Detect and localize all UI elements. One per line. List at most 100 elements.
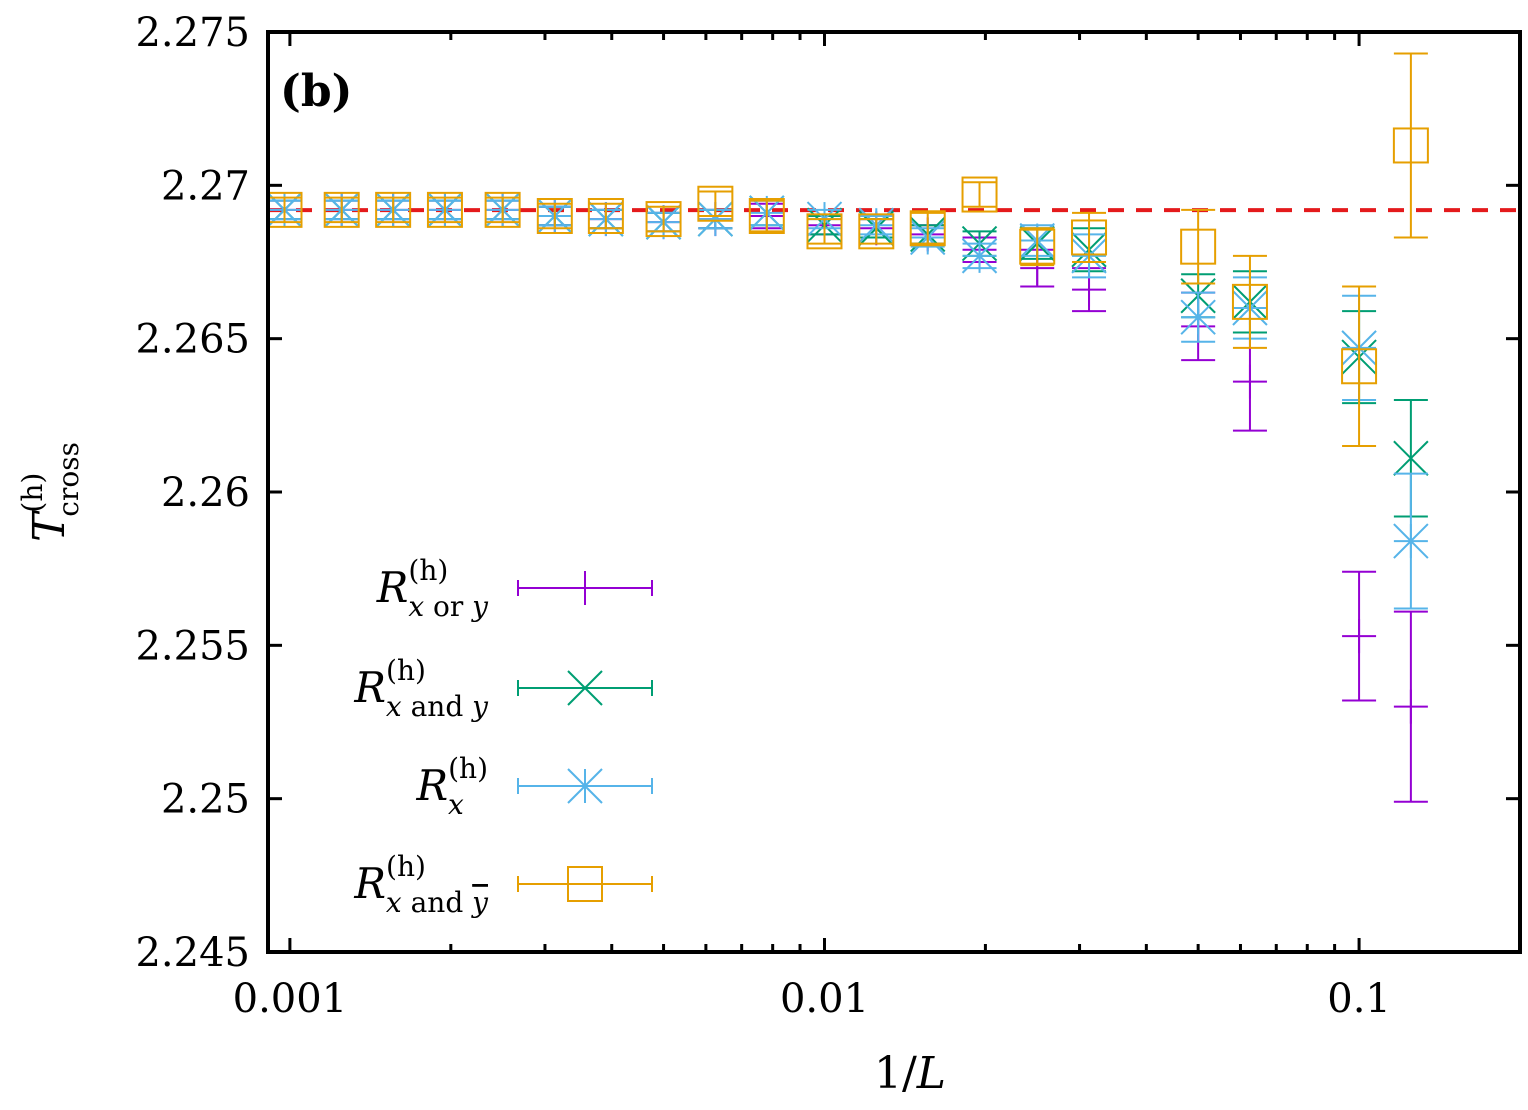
marker-square (484, 191, 521, 228)
marker-square (1231, 283, 1268, 320)
legend-label: R(h)x and y (353, 654, 489, 723)
data-point (806, 213, 843, 250)
y-axis-title-text: T(h)cross (16, 442, 85, 542)
marker-square (1341, 348, 1378, 385)
point-marker (806, 213, 843, 250)
marker-square (426, 191, 463, 228)
y-axis-title: T(h)cross (16, 442, 85, 542)
point-marker (748, 198, 785, 234)
marker-cross-b (567, 670, 603, 706)
marker-square (567, 866, 603, 902)
data-point (909, 210, 946, 247)
marker-square (909, 210, 946, 247)
data-point (1393, 472, 1429, 610)
marker-cross-b (1393, 440, 1429, 476)
data-point (1180, 208, 1217, 285)
point-marker (1392, 127, 1429, 164)
point-marker (697, 185, 734, 222)
y-tick-label: 2.245 (135, 930, 250, 976)
legend-marker (567, 670, 603, 706)
data-point (587, 198, 624, 234)
data-point (748, 198, 785, 234)
point-marker (1180, 228, 1217, 265)
y-tick-label: 2.275 (135, 10, 250, 56)
data-point (375, 191, 412, 228)
x-tick-label: 0.1 (1327, 976, 1391, 1022)
data-point (426, 191, 463, 228)
y-tick-label: 2.26 (161, 470, 250, 516)
legend-label: R(h)x or y (376, 554, 489, 623)
marker-square (961, 176, 998, 213)
marker-square (323, 191, 360, 228)
x-axis-title: 1/L (874, 1048, 946, 1099)
data-point (1341, 285, 1378, 447)
marker-square (587, 198, 624, 234)
data-point (323, 191, 360, 228)
point-marker (1393, 689, 1428, 724)
point-marker (1180, 299, 1216, 335)
y-tick-label: 2.265 (135, 317, 250, 363)
marker-square (375, 191, 412, 228)
point-marker (587, 198, 624, 234)
marker-square (697, 185, 734, 222)
legend-marker (567, 768, 603, 804)
point-marker (961, 176, 998, 213)
marker-square (645, 201, 682, 238)
series-3 (266, 52, 1429, 447)
point-marker (1342, 619, 1377, 654)
point-marker (645, 201, 682, 238)
point-marker (1393, 440, 1429, 476)
point-marker (375, 191, 412, 228)
point-marker (1019, 228, 1056, 265)
legend-marker (568, 571, 602, 605)
point-marker (1232, 364, 1267, 399)
point-marker (909, 210, 946, 247)
data-layer (266, 52, 1429, 803)
marker-square (1071, 219, 1108, 256)
data-point (1071, 211, 1108, 263)
data-point (1231, 254, 1268, 349)
data-point (1019, 227, 1056, 267)
x-axis-title-text: 1/L (874, 1048, 946, 1099)
y-tick-label: 2.27 (161, 163, 250, 209)
series-1 (266, 192, 1429, 518)
x-tick-label: 0.01 (780, 976, 869, 1022)
marker-square (1019, 228, 1056, 265)
marker-square (806, 213, 843, 250)
legend-label: R(h)x (415, 752, 488, 821)
data-point (1392, 52, 1429, 239)
data-point (1393, 610, 1428, 803)
legend-entry: R(h)x and y (353, 850, 653, 919)
legend-marker (567, 866, 603, 902)
data-point (858, 213, 895, 250)
data-point (697, 185, 734, 222)
x-tick-label: 0.001 (233, 976, 348, 1022)
data-point (961, 176, 998, 213)
marker-square (1180, 228, 1217, 265)
point-marker (426, 191, 463, 228)
panel-label: (b) (280, 66, 352, 117)
data-point (1180, 291, 1216, 343)
point-marker (1341, 348, 1378, 385)
legend-label: R(h)x and y (353, 850, 489, 919)
y-tick-label: 2.255 (135, 623, 250, 669)
point-marker (697, 201, 734, 237)
legend: R(h)x or yR(h)x and yR(h)xR(h)x and y (353, 554, 653, 919)
data-point (1342, 570, 1377, 702)
point-marker (484, 191, 521, 228)
marker-square (536, 198, 573, 234)
legend-entry: R(h)x or y (376, 554, 653, 623)
marker-square (1392, 127, 1429, 164)
point-marker (1231, 283, 1268, 320)
legend-entry: R(h)x (415, 752, 653, 821)
point-marker (1393, 523, 1429, 559)
data-point (697, 201, 734, 237)
point-marker (536, 198, 573, 234)
data-point (645, 201, 682, 238)
point-marker (858, 213, 895, 250)
data-point (536, 198, 573, 234)
data-point (961, 238, 998, 274)
